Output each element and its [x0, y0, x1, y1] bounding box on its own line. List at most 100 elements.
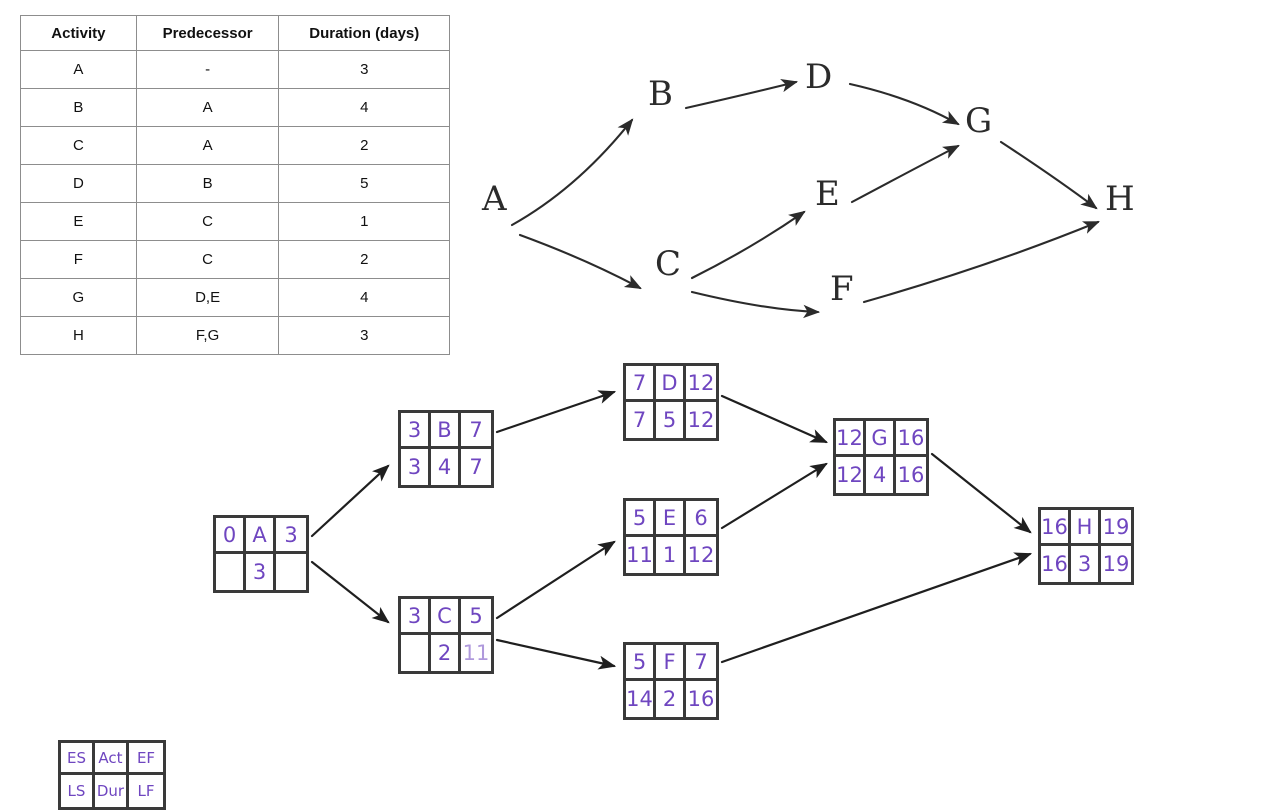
cell-activity: C	[20, 126, 137, 165]
legend-cell-es: ES	[61, 743, 95, 775]
network-edge-group	[310, 390, 1033, 670]
node-d-lf: 12	[687, 408, 715, 432]
node-e-act: E	[656, 501, 686, 537]
node-h-lf: 19	[1102, 552, 1130, 576]
cell-activity: H	[20, 316, 137, 355]
node-h-dur: 3	[1071, 546, 1101, 582]
node-f-ls: 14	[626, 681, 656, 717]
node-a-dur: 3	[246, 554, 276, 590]
sketch-edge-g-h	[999, 140, 1098, 210]
node-f-dur: 2	[656, 681, 686, 717]
node-g-dur: 4	[866, 457, 896, 493]
node-c-dur: 2	[431, 635, 461, 671]
sketch-edge-b-d	[684, 79, 799, 110]
node-a-ef: 3	[276, 518, 306, 554]
network-edge-c-e	[495, 540, 616, 620]
cell-predecessor: F,G	[135, 316, 280, 355]
node-f-lf: 16	[687, 687, 715, 711]
node-b-ef: 7	[461, 413, 491, 449]
table-header-row: Activity Predecessor Duration (days)	[20, 15, 450, 51]
node-d-ef: 12	[686, 366, 716, 402]
cell-duration: 4	[278, 88, 450, 127]
network-edge-e-g	[720, 462, 828, 530]
node-h-ls: 16	[1041, 546, 1071, 582]
cell-activity: A	[20, 50, 137, 89]
node-a-es: 0	[216, 518, 246, 554]
cell-activity: D	[20, 164, 137, 203]
node-a-ls	[216, 554, 246, 590]
cell-predecessor: A	[135, 88, 280, 127]
network-edge-d-g	[720, 394, 829, 444]
node-b-ls: 3	[401, 449, 431, 485]
node-c-es: 3	[401, 599, 431, 635]
node-a-act: A	[246, 518, 276, 554]
sketch-node-d: D	[805, 57, 832, 97]
node-h-ef: 19	[1101, 510, 1131, 546]
sketch-node-h: H	[1105, 179, 1135, 219]
node-b-lf: 7	[469, 455, 483, 479]
legend-cell-act: Act	[95, 743, 129, 775]
node-h-es: 16	[1041, 510, 1071, 546]
node-c-act: C	[431, 599, 461, 635]
node-d-act: D	[656, 366, 686, 402]
node-b-es: 3	[401, 413, 431, 449]
node-e-ef: 6	[686, 501, 716, 537]
cell-duration: 4	[278, 278, 450, 317]
table-row: A-3	[20, 50, 450, 89]
node-e-es: 5	[626, 501, 656, 537]
sketch-edge-d-g	[848, 82, 960, 126]
network-edge-f-h	[720, 552, 1033, 664]
sketch-node-g: G	[965, 101, 992, 141]
cell-activity: E	[20, 202, 137, 241]
node-g-es: 12	[836, 421, 866, 457]
node-c-ls	[401, 635, 431, 671]
cell-predecessor: A	[135, 126, 280, 165]
node-e-lf: 12	[687, 543, 715, 567]
legend-key-node: ES Act EF LS Dur LF	[58, 740, 166, 810]
sketch-edge-group	[510, 79, 1100, 319]
legend-cell-ls: LS	[61, 775, 95, 807]
node-c-lf: 11	[462, 641, 490, 665]
node-f-act: F	[656, 645, 686, 681]
sketch-node-f: F	[830, 269, 854, 309]
node-c-ef: 5	[461, 599, 491, 635]
node-g-act: G	[866, 421, 896, 457]
network-edge-b-d	[495, 390, 617, 434]
legend-cell-lf: LF	[137, 782, 155, 800]
cell-activity: B	[20, 88, 137, 127]
node-d-ls: 7	[626, 402, 656, 438]
network-edge-g-h	[930, 452, 1032, 534]
cell-predecessor: -	[135, 50, 280, 89]
node-g-ef: 16	[896, 421, 926, 457]
node-a-lf	[276, 554, 306, 590]
legend-cell-dur: Dur	[95, 775, 129, 807]
node-e-dur: 1	[656, 537, 686, 573]
cell-predecessor: C	[135, 240, 280, 279]
node-d-es: 7	[626, 366, 656, 402]
sketch-node-b: B	[648, 74, 673, 114]
node-e-ls: 11	[626, 537, 656, 573]
legend-cell-ef: EF	[129, 743, 163, 775]
node-g-lf: 16	[897, 463, 925, 487]
network-edge-c-f	[495, 638, 617, 670]
network-edge-a-c	[310, 560, 390, 624]
cell-duration: 3	[278, 316, 450, 355]
node-h-act: H	[1071, 510, 1101, 546]
network-edge-a-b	[310, 464, 390, 538]
cell-activity: F	[20, 240, 137, 279]
sketch-edge-a-c	[518, 233, 642, 290]
